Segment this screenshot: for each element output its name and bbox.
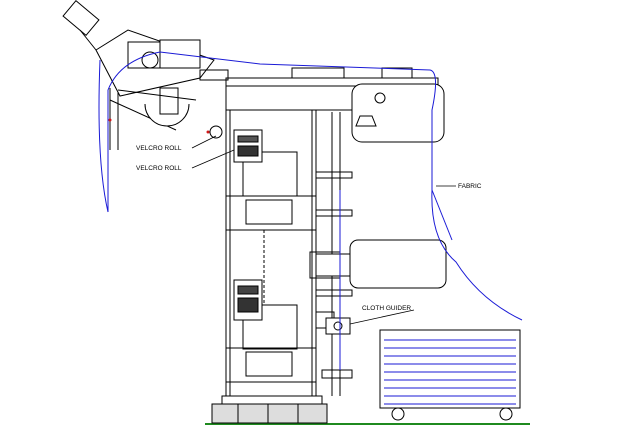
label-velcro-roll-bottom: VELCRO ROLL bbox=[136, 165, 182, 172]
label-velcro-roll-top: VELCRO ROLL bbox=[136, 145, 182, 152]
cloth-guider bbox=[325, 317, 351, 335]
feeding-arm bbox=[62, 0, 215, 150]
red-markers bbox=[108, 118, 210, 134]
fabric-cart-layers bbox=[384, 339, 516, 405]
middle-right-roll bbox=[315, 239, 447, 289]
cart-wheels bbox=[391, 407, 513, 421]
velcro-roll-top-unit bbox=[209, 125, 263, 163]
fabric-path bbox=[98, 51, 523, 370]
top-right-roll bbox=[351, 83, 445, 143]
leader-lines bbox=[191, 135, 456, 325]
label-cloth-guider: CLOTH GUIDER bbox=[362, 305, 411, 312]
label-fabric: FABRIC bbox=[458, 183, 482, 190]
velcro-roll-bottom-unit bbox=[233, 279, 263, 321]
machine-base bbox=[211, 395, 328, 424]
fabric-cart bbox=[379, 329, 521, 409]
